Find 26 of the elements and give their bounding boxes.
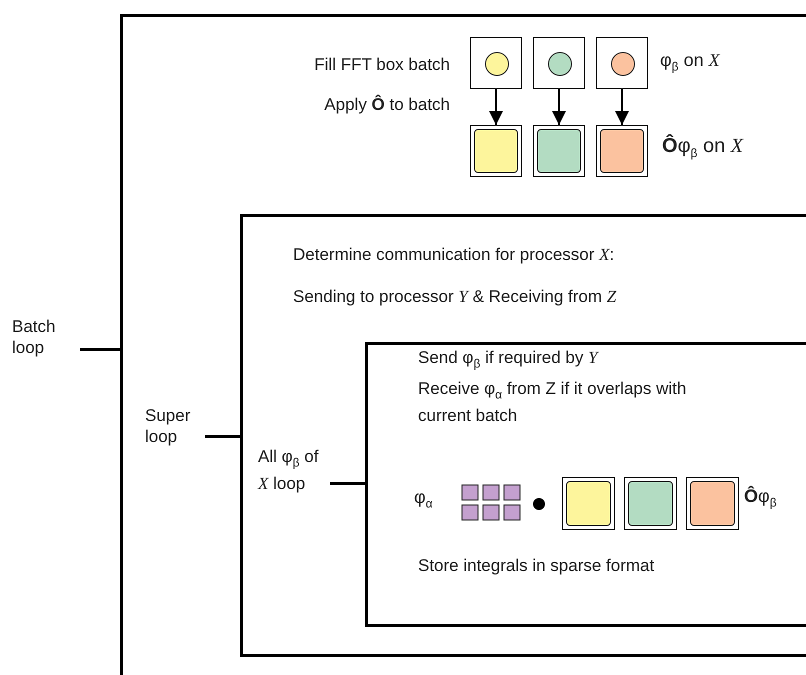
annotation-text: φ$_{α}$ bbox=[414, 487, 434, 513]
box-with-circle-drawing bbox=[470, 37, 522, 89]
annotation-text: Apply Ô to batch bbox=[323, 94, 450, 115]
box-caption: Fill FFT box batch bbox=[313, 54, 450, 75]
filled-box-drawing bbox=[624, 477, 677, 530]
loop-label: Batch loop bbox=[12, 316, 56, 358]
box-with-circle-drawing bbox=[596, 37, 648, 89]
arrow bbox=[615, 89, 629, 125]
box-caption: Ôφ$_{β}$ on X bbox=[662, 136, 744, 162]
filled-box-drawing bbox=[686, 477, 739, 530]
box-with-circle-drawing bbox=[533, 37, 585, 89]
filled-box-drawing bbox=[533, 125, 585, 177]
filled-box-drawing bbox=[596, 125, 648, 177]
filled-box-drawing bbox=[470, 125, 522, 177]
arrow bbox=[489, 89, 503, 125]
annotation-text: Send φ$_{β}$ if required by Y bbox=[418, 347, 600, 372]
annotation-text: Sending to processor Y & Receiving from Z bbox=[293, 286, 618, 307]
annotation-text: Store integrals in sparse format bbox=[418, 555, 656, 576]
loop-label: All φ$_{β}$ of X loop bbox=[258, 446, 320, 494]
annotation-text: Receive φ$_{α}$ from Z if it overlaps with current batch bbox=[418, 378, 688, 426]
filled-box-drawing bbox=[562, 477, 615, 530]
box-caption: φ$_{β}$ on X bbox=[660, 50, 722, 76]
annotation-text: Determine communication for processor X: bbox=[293, 244, 616, 265]
box-caption: Ôφ$_{β}$ bbox=[744, 486, 778, 512]
loop-label: Super loop bbox=[145, 405, 192, 447]
arrow bbox=[552, 89, 566, 125]
